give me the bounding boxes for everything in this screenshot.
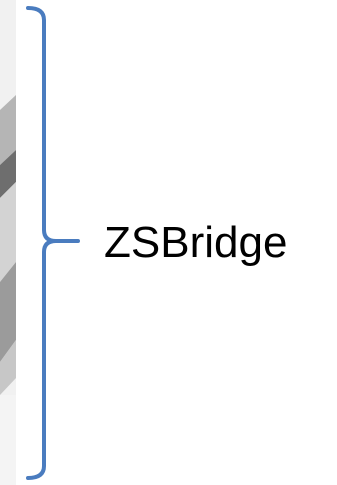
brace-path <box>26 6 80 480</box>
cropped-image-edge <box>0 0 16 485</box>
bridge-label: ZSBridge <box>104 218 288 267</box>
background-shapes <box>0 0 16 485</box>
